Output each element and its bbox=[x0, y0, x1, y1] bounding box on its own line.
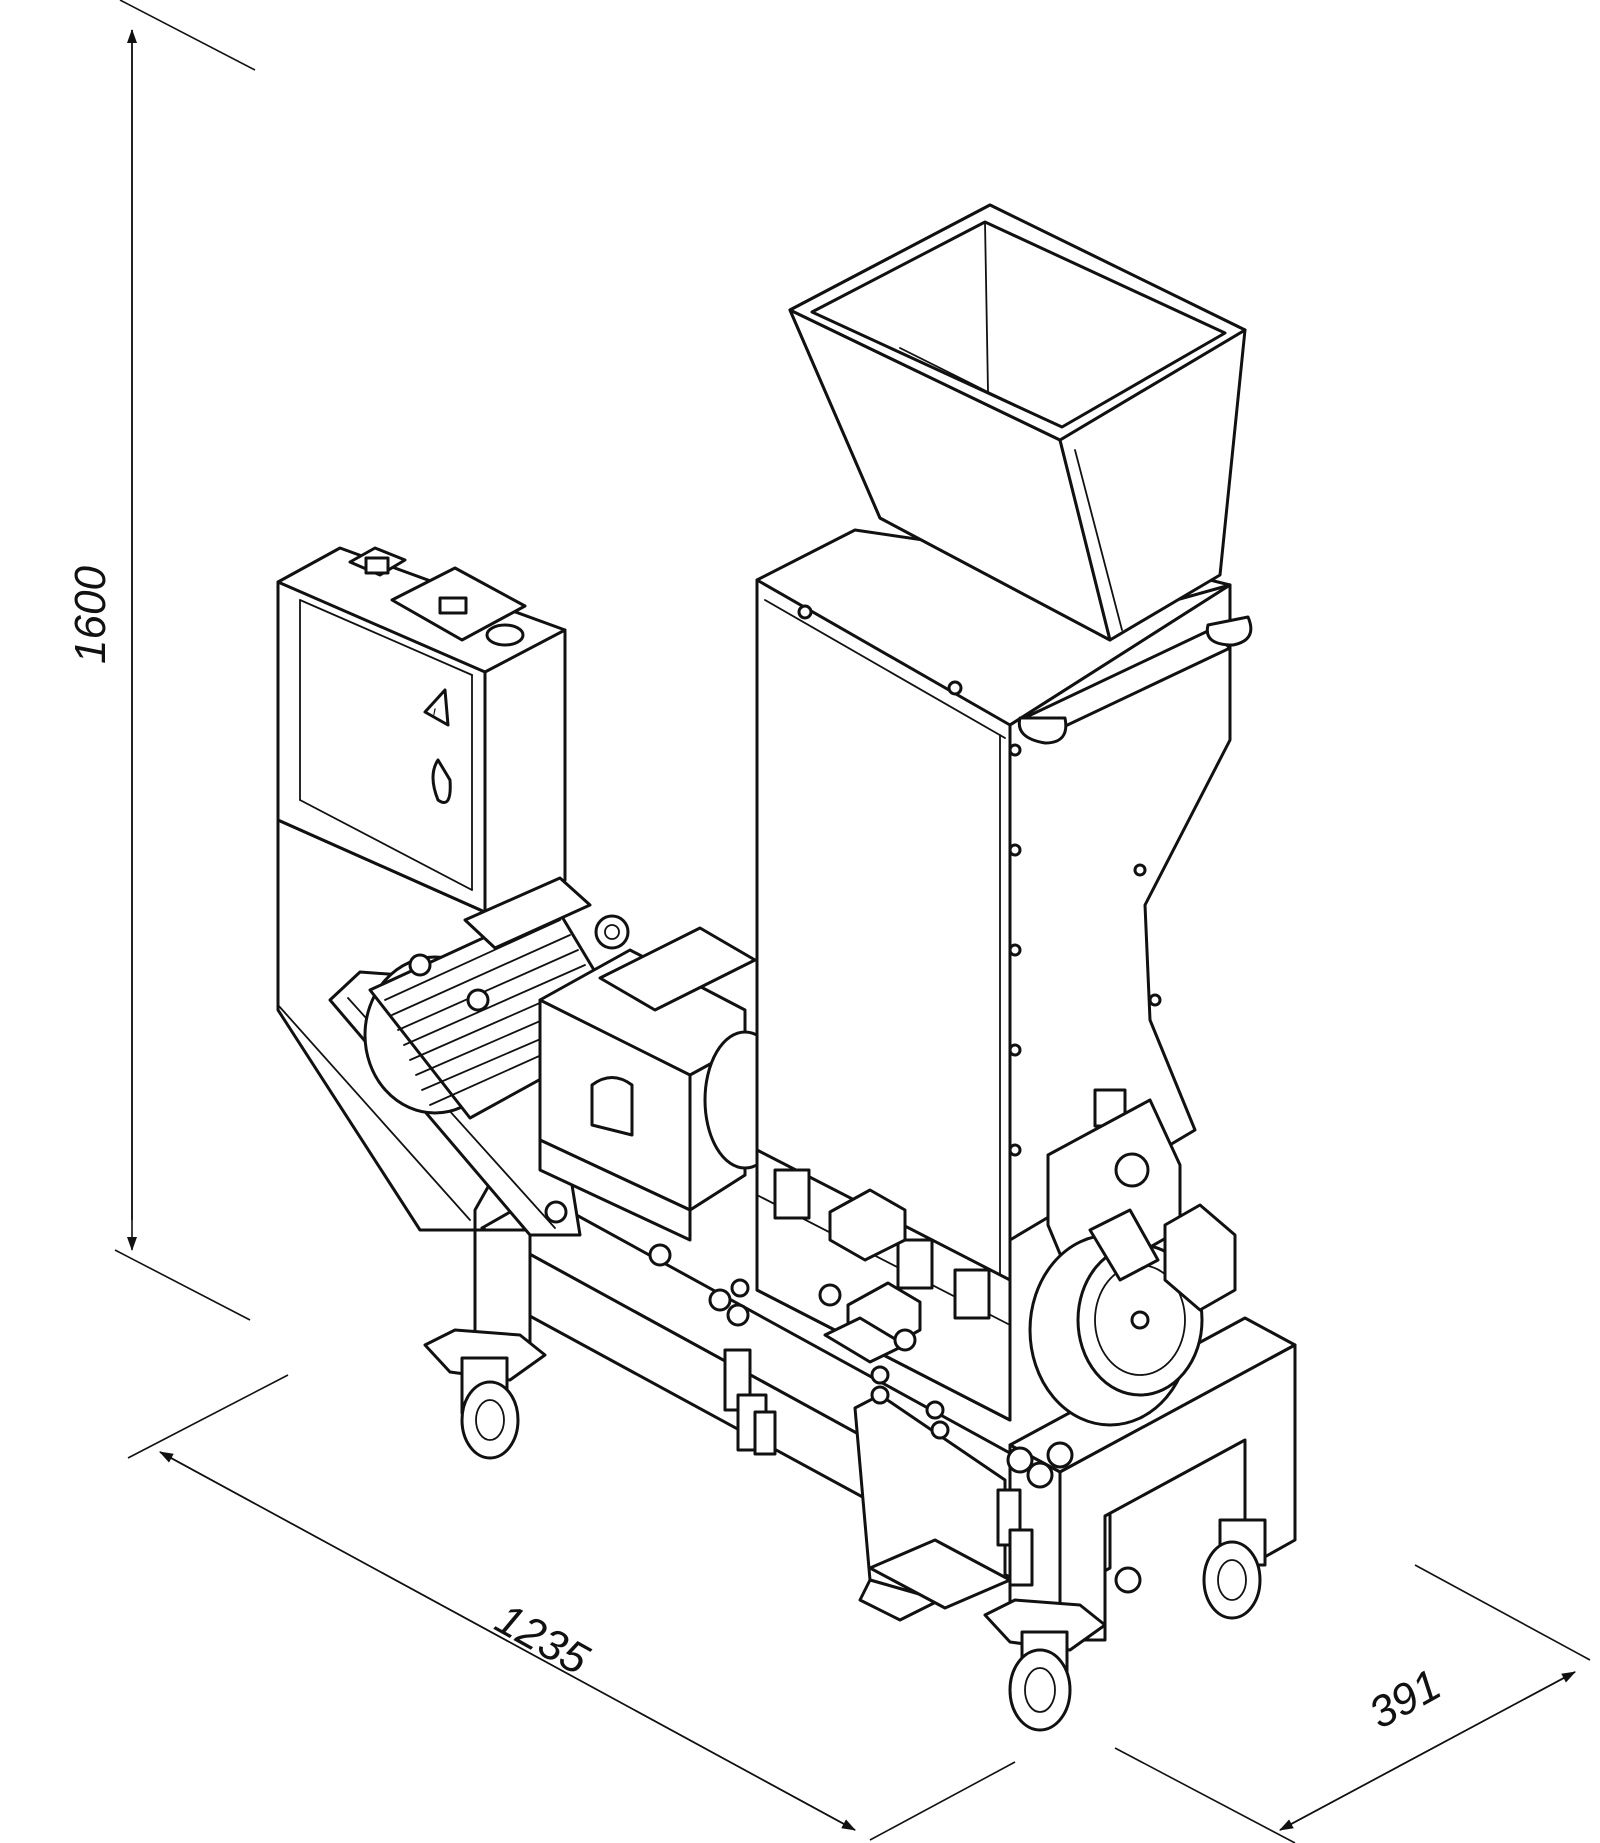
dimension-length bbox=[127, 1374, 1016, 1841]
dimension-depth-label: 391 bbox=[1361, 1660, 1449, 1738]
dimension-depth bbox=[1114, 1564, 1591, 1843]
dimension-height bbox=[114, 0, 256, 1321]
caster-front-right bbox=[1202, 1518, 1267, 1620]
warning-mark: ! bbox=[432, 705, 436, 721]
caster-front-left bbox=[983, 1598, 1107, 1732]
dimension-height-label: 1600 bbox=[66, 566, 115, 664]
housing-clamps bbox=[818, 1188, 950, 1440]
caster-rear-left bbox=[423, 1328, 547, 1460]
side-locks bbox=[708, 1278, 1074, 1587]
dimension-length-label: 1235 bbox=[487, 1594, 597, 1685]
gearbox bbox=[538, 926, 787, 1267]
hopper-handles bbox=[1017, 615, 1253, 745]
feed-hopper bbox=[788, 203, 1247, 642]
rotor-bearing bbox=[1028, 1098, 1237, 1427]
electrical-cabinet: ! bbox=[276, 546, 567, 914]
